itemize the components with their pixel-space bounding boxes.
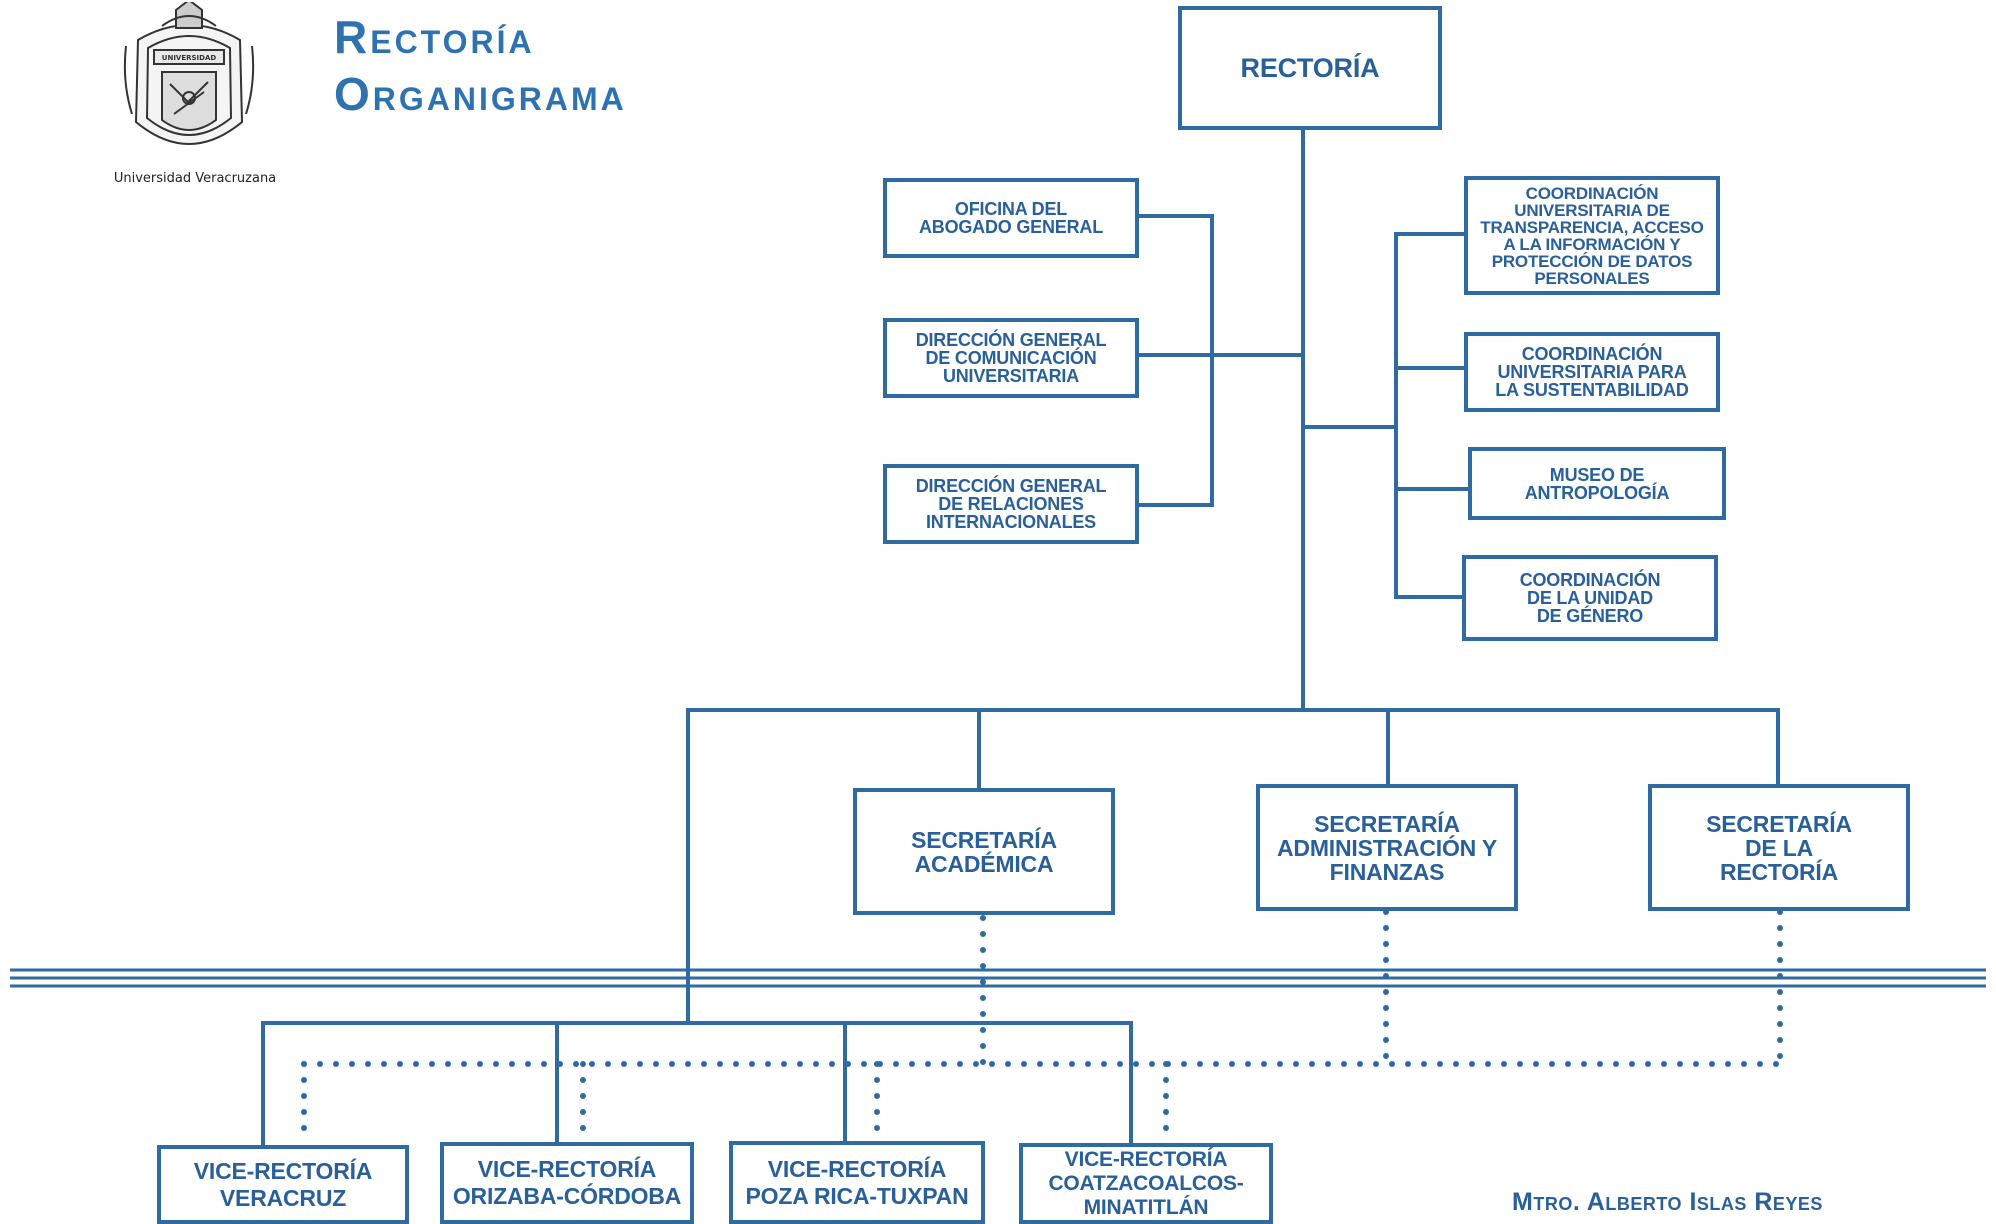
unit-relaciones-internacionales: DIRECCIÓN GENERAL DE RELACIONES INTERNAC… xyxy=(883,464,1139,544)
unit-transparencia: COORDINACIÓN UNIVERSITARIA DE TRANSPAREN… xyxy=(1464,176,1720,295)
unit-abogado-general: OFICINA DEL ABOGADO GENERAL xyxy=(883,178,1139,258)
vice-rectoria-poza-rica-tuxpan-label: VICE-RECTORÍA POZA RICA-TUXPAN xyxy=(745,1155,969,1209)
secretaria-administracion-finanzas-label: SECRETARÍA ADMINISTRACIÓN Y FINANZAS xyxy=(1277,810,1497,885)
unit-museo-antropologia: MUSEO DE ANTROPOLOGÍA xyxy=(1468,447,1726,520)
rectoria-box: RECTORÍA xyxy=(1178,6,1442,130)
secretaria-de-la-rectoria-label: SECRETARÍA DE LA RECTORÍA xyxy=(1706,810,1852,885)
unit-abogado-general-label: OFICINA DEL ABOGADO GENERAL xyxy=(918,199,1103,237)
secretaria-de-la-rectoria: SECRETARÍA DE LA RECTORÍA xyxy=(1648,784,1910,911)
title-line-1: Rectoría xyxy=(334,11,535,63)
vice-rectoria-veracruz-label: VICE-RECTORÍA VERACRUZ xyxy=(193,1157,373,1211)
unit-relaciones-internacionales-label: DIRECCIÓN GENERAL DE RELACIONES INTERNAC… xyxy=(915,476,1107,532)
rectoria-label: RECTORÍA xyxy=(1240,52,1380,83)
logo-caption: Universidad Veracruzana xyxy=(113,171,277,186)
vice-rectoria-poza-rica-tuxpan: VICE-RECTORÍA POZA RICA-TUXPAN xyxy=(729,1141,985,1224)
unit-museo-antropologia-label: MUSEO DE ANTROPOLOGÍA xyxy=(1524,464,1670,503)
unit-comunicacion-universitaria-label: DIRECCIÓN GENERAL DE COMUNICACIÓN UNIVER… xyxy=(915,330,1107,386)
vice-rectoria-orizaba-cordoba: VICE-RECTORÍA ORIZABA-CÓRDOBA xyxy=(440,1142,694,1224)
unit-genero-label: COORDINACIÓN DE LA UNIDAD DE GÉNERO xyxy=(1519,570,1661,626)
unit-comunicacion-universitaria: DIRECCIÓN GENERAL DE COMUNICACIÓN UNIVER… xyxy=(883,318,1139,398)
unit-sustentabilidad-label: COORDINACIÓN UNIVERSITARIA PARA LA SUSTE… xyxy=(1495,344,1689,400)
university-seal-icon: UNIVERSIDAD xyxy=(123,2,255,145)
title-line-2: Organigrama xyxy=(334,68,627,120)
unit-genero: COORDINACIÓN DE LA UNIDAD DE GÉNERO xyxy=(1462,555,1718,641)
unit-transparencia-label: COORDINACIÓN UNIVERSITARIA DE TRANSPAREN… xyxy=(1480,183,1704,288)
secretaria-academica-label: SECRETARÍA ACADÉMICA xyxy=(911,826,1057,877)
vice-rectoria-orizaba-cordoba-label: VICE-RECTORÍA ORIZABA-CÓRDOBA xyxy=(452,1156,682,1209)
secretaria-academica: SECRETARÍA ACADÉMICA xyxy=(853,788,1115,915)
vice-rectoria-veracruz: VICE-RECTORÍA VERACRUZ xyxy=(157,1145,409,1224)
logo-motto: UNIVERSIDAD xyxy=(162,54,217,62)
signature: Mtro. Alberto Islas Reyes xyxy=(1512,1188,1823,1216)
vice-rectoria-coatzacoalcos-minatitlan-label: VICE-RECTORÍA COATZACOALCOS- MINATITLÁN xyxy=(1048,1147,1244,1219)
unit-sustentabilidad: COORDINACIÓN UNIVERSITARIA PARA LA SUSTE… xyxy=(1464,332,1720,412)
secretaria-administracion-finanzas: SECRETARÍA ADMINISTRACIÓN Y FINANZAS xyxy=(1256,784,1518,911)
vice-rectoria-coatzacoalcos-minatitlan: VICE-RECTORÍA COATZACOALCOS- MINATITLÁN xyxy=(1019,1143,1273,1224)
